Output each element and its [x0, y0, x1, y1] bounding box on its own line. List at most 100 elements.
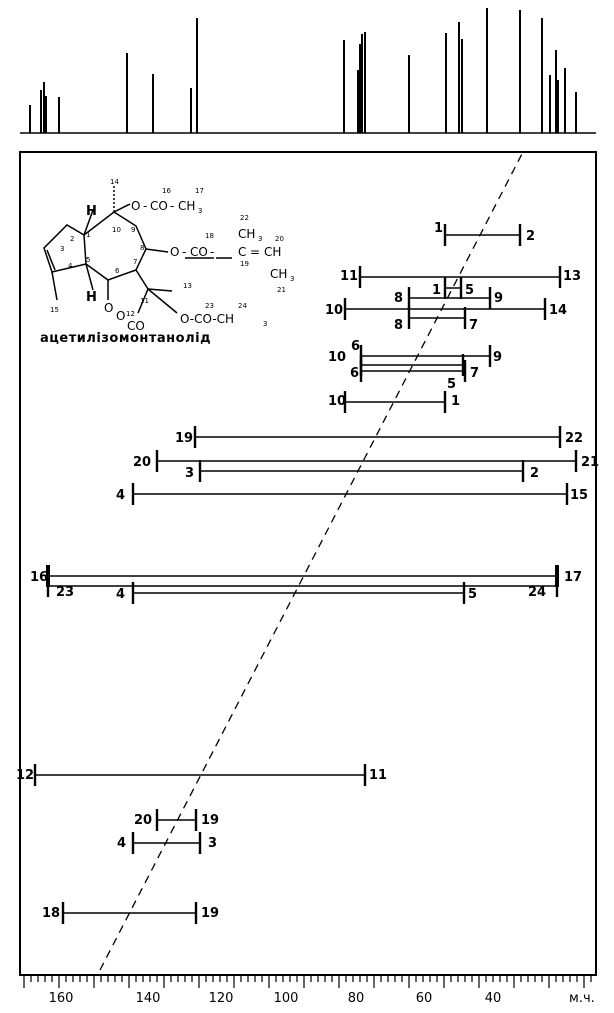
svg-text:CO: CO	[150, 199, 168, 213]
correlation-label-right: 22	[565, 431, 583, 446]
correlation-label-left: 1	[434, 221, 443, 236]
svg-text:2: 2	[70, 235, 74, 243]
correlation-label-right: 14	[549, 303, 567, 318]
correlation-label-right: 1	[451, 394, 460, 409]
svg-text:CH: CH	[178, 199, 195, 213]
tick-100: 100	[274, 991, 299, 1006]
svg-text:O-CO-CH: O-CO-CH	[180, 312, 234, 326]
svg-text:19: 19	[240, 260, 249, 268]
correlation-label-left: 4	[116, 587, 125, 602]
svg-text:-: -	[182, 245, 186, 259]
tick-60: 60	[416, 991, 433, 1006]
correlation-label-left: 6	[351, 339, 360, 354]
svg-text:O: O	[131, 199, 140, 213]
svg-text:11: 11	[140, 297, 149, 305]
correlation-label-right: 21	[581, 455, 599, 470]
axis-ticks	[23, 975, 592, 988]
carbon-spectrum-trace	[20, 8, 596, 134]
svg-text:-: -	[170, 199, 174, 213]
correlation-label-left: 10	[325, 303, 343, 318]
correlation-label-left: 3	[185, 466, 194, 481]
tick-40: 40	[485, 991, 502, 1006]
correlation-label-left: 10	[328, 350, 346, 365]
svg-text:CH: CH	[238, 227, 255, 241]
svg-text:8: 8	[140, 244, 144, 252]
correlation-label-left: 18	[42, 906, 60, 921]
svg-text:16: 16	[162, 187, 171, 195]
correlation-label-left: 11	[340, 269, 358, 284]
svg-text:H: H	[86, 204, 97, 219]
correlation-label-right: 13	[563, 269, 581, 284]
correlation-lines	[33, 224, 578, 924]
svg-text:7: 7	[133, 258, 137, 266]
correlation-label-left: 8	[394, 318, 403, 333]
svg-text:CH: CH	[270, 267, 287, 281]
svg-text:18: 18	[205, 232, 214, 240]
correlation-label-left: 4	[117, 836, 126, 851]
svg-text:CH: CH	[264, 245, 281, 259]
correlation-label-right: 2	[526, 229, 535, 244]
correlation-label-left: 12	[16, 768, 34, 783]
correlation-label-left: 20	[133, 455, 151, 470]
correlation-label-right: 19	[201, 813, 219, 828]
svg-text:O: O	[104, 301, 113, 315]
correlation-label-left: 6	[350, 366, 359, 381]
correlation-label-left: 10	[328, 394, 346, 409]
svg-text:21: 21	[277, 286, 286, 294]
svg-text:O: O	[170, 245, 179, 259]
correlation-label-right: 5	[447, 377, 456, 392]
svg-text:4: 4	[68, 262, 73, 270]
correlation-label-left: 8	[394, 291, 403, 306]
correlation-label-right: 3	[208, 836, 217, 851]
svg-text:-: -	[210, 245, 214, 259]
tick-160: 160	[49, 991, 74, 1006]
correlation-label-right: 5	[468, 587, 477, 602]
correlation-label-right: 17	[564, 570, 582, 585]
svg-text:H: H	[86, 290, 97, 305]
svg-text:O: O	[116, 309, 125, 323]
correlation-label-right: 2	[530, 466, 539, 481]
axis-labels: 160 140 120 100 80 60 40 м.ч.	[49, 991, 595, 1006]
svg-text:3: 3	[60, 245, 64, 253]
correlation-label-right: 9	[493, 350, 502, 365]
correlation-label-right: 19	[201, 906, 219, 921]
svg-text:23: 23	[205, 302, 214, 310]
svg-text:24: 24	[238, 302, 247, 310]
correlation-label-right: 11	[369, 768, 387, 783]
svg-text:15: 15	[50, 306, 59, 314]
spectrum-frame	[19, 151, 597, 976]
correlation-label-left: 4	[116, 488, 125, 503]
svg-text:20: 20	[275, 235, 284, 243]
correlation-label-left: 23	[56, 585, 74, 600]
svg-text:13: 13	[183, 282, 192, 290]
svg-text:12: 12	[126, 310, 135, 318]
svg-text:3: 3	[290, 275, 294, 283]
svg-text:-: -	[143, 199, 147, 213]
correlation-label-right: 7	[470, 366, 479, 381]
svg-text:3: 3	[258, 235, 262, 243]
correlation-label-right: 7	[469, 318, 478, 333]
svg-text:CO: CO	[190, 245, 208, 259]
svg-text:3: 3	[198, 207, 202, 215]
tick-80: 80	[348, 991, 365, 1006]
molecular-structure	[43, 186, 232, 314]
correlation-label-left: 19	[175, 431, 193, 446]
correlation-label-right: 15	[570, 488, 588, 503]
correlation-label-right: 5	[465, 283, 474, 298]
tick-140: 140	[136, 991, 161, 1006]
svg-text:5: 5	[86, 256, 90, 264]
svg-text:1: 1	[86, 231, 90, 239]
correlation-label-right: 9	[494, 291, 503, 306]
correlation-label-right: 24	[528, 585, 546, 600]
svg-text:9: 9	[131, 226, 135, 234]
svg-text:=: =	[250, 245, 260, 259]
axis-unit: м.ч.	[569, 991, 595, 1006]
svg-text:CO: CO	[127, 319, 145, 333]
correlation-label-left: 20	[134, 813, 152, 828]
svg-text:6: 6	[115, 267, 120, 275]
compound-name: ацетилізомонтанолід	[40, 331, 211, 346]
svg-text:10: 10	[112, 226, 121, 234]
correlation-label-left: 1	[432, 283, 441, 298]
